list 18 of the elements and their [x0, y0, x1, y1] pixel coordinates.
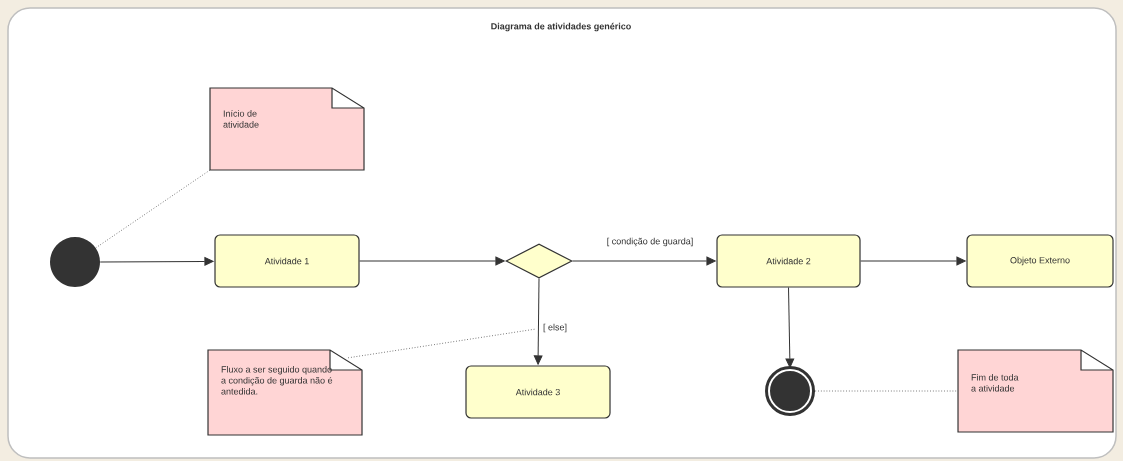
arrow — [533, 278, 543, 365]
arrow — [99, 257, 214, 266]
leader-line — [95, 169, 211, 249]
activity-box: Atividade 1 — [214, 234, 360, 288]
arrow — [572, 256, 716, 266]
leader-line — [812, 390, 959, 392]
arrow — [359, 256, 505, 266]
initial-node — [50, 237, 100, 287]
arrow — [785, 287, 795, 368]
leader-line — [347, 328, 537, 359]
edge-label: [ condição de guarda] — [605, 236, 695, 248]
arrow — [860, 256, 966, 266]
activity-box: Objeto Externo — [966, 234, 1114, 288]
activity-box: Atividade 2 — [716, 234, 861, 288]
activity-box: Atividade 3 — [465, 365, 611, 419]
title: Diagrama de atividades genérico — [491, 22, 631, 32]
final-node — [765, 366, 815, 416]
edge-label: [ else] — [542, 322, 568, 334]
